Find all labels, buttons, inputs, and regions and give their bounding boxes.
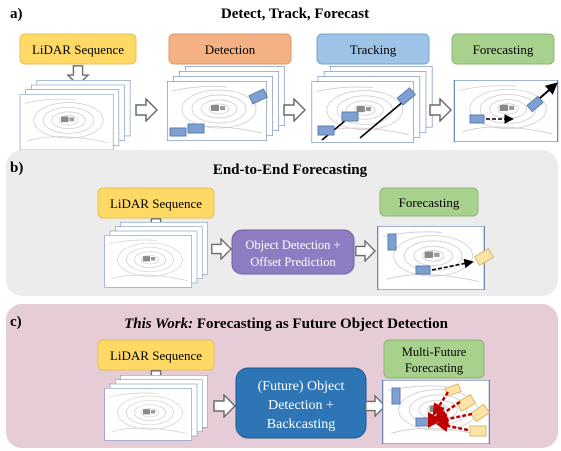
detection-label-box (168, 33, 292, 65)
panel-c-input-label: LiDAR Sequence (110, 348, 202, 363)
forecast-arrow (431, 258, 474, 271)
lidar-sequence-stack (20, 80, 131, 150)
tracking-label-box (316, 33, 430, 65)
panel-c-process-line1: (Future) Object (258, 379, 345, 394)
panel-c-title-italic: This Work: (124, 316, 193, 332)
panel-b-process-line2: Offset Prediction (250, 255, 336, 269)
forecast-box (526, 95, 544, 113)
right-arrow-icon (135, 98, 158, 122)
right-arrow-icon (429, 98, 452, 122)
panel-b-input-label: LiDAR Sequence (110, 196, 202, 211)
panel-b-process-box (231, 229, 355, 275)
panel-c-letter: c) (10, 314, 22, 330)
panel-c-output-line2: Forecasting (405, 361, 464, 375)
panel-b: b) End-to-End Forecasting LiDAR Sequence… (6, 150, 558, 296)
panel-c-input-label-box (97, 339, 215, 371)
panel-c-title-bold: Forecasting as Future Object Detection (193, 316, 448, 332)
detection-box (248, 88, 269, 105)
panel-b-output-label: Forecasting (399, 195, 460, 210)
forecast-box (469, 114, 485, 124)
lidar-sequence-stack (105, 375, 208, 441)
detection-label: Detection (205, 42, 256, 57)
right-arrow-icon (283, 98, 306, 122)
forecast-arrow (539, 82, 558, 99)
track-box (341, 111, 359, 122)
track-line (359, 99, 406, 139)
forecasting-label-box (451, 33, 555, 65)
panel-c: c) This Work: Forecasting as Future Obje… (6, 304, 558, 448)
detection-box (169, 127, 187, 137)
panel-a-title: Detect, Track, Forecast (221, 6, 369, 22)
forecasting-label: Forecasting (473, 42, 534, 57)
forecasting-frame (453, 80, 559, 142)
panel-b-input-label-box (97, 187, 215, 219)
track-box (396, 87, 417, 106)
panel-c-process-line3: Backcasting (267, 417, 335, 432)
panel-b-process-line1: Object Detection + (245, 238, 340, 252)
tracking-label: Tracking (350, 42, 397, 57)
panel-a: a) Detect, Track, Forecast LiDAR Sequenc… (10, 6, 559, 150)
forecast-box (415, 265, 431, 275)
detection-box (187, 123, 205, 134)
panel-c-output-label-box (383, 339, 485, 379)
panel-a-input-label: LiDAR Sequence (32, 42, 124, 57)
panel-c-process-line2: Detection + (268, 398, 334, 413)
forecast-box (473, 247, 495, 267)
multi-future-forecasts (428, 383, 491, 437)
panel-c-title: This Work: Forecasting as Future Object … (124, 316, 449, 332)
panel-c-output-line1: Multi-Future (402, 345, 467, 359)
forecast-box (391, 387, 401, 405)
panel-a-letter: a) (10, 6, 23, 22)
panel-a-input-label-box: LiDAR Sequence (19, 33, 137, 65)
panel-b-title: End-to-End Forecasting (213, 162, 368, 178)
track-box (317, 125, 335, 136)
forecast-box (415, 417, 431, 427)
forecast-box (387, 233, 397, 251)
panel-b-output-label-box (379, 187, 479, 217)
panel-b-letter: b) (10, 160, 23, 176)
lidar-sequence-stack (105, 222, 208, 288)
